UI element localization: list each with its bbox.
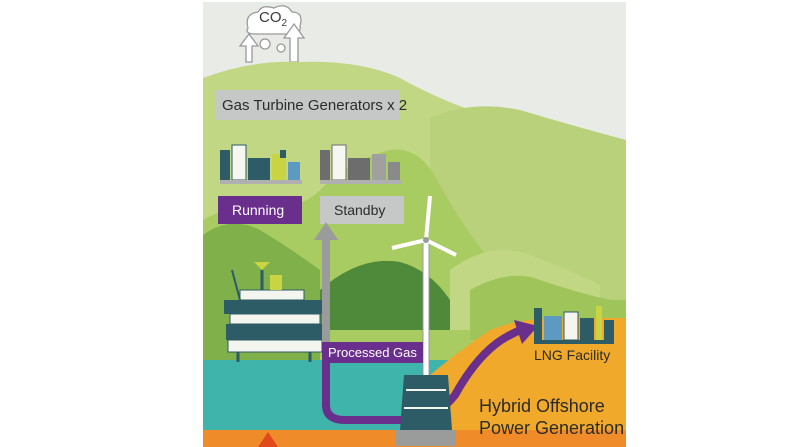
- standby-label: Standby: [334, 202, 386, 218]
- running-label: Running: [232, 202, 285, 218]
- co2-subscript: 2: [281, 18, 288, 29]
- ground-marker: [258, 432, 278, 447]
- emission-arrow-icon: [238, 22, 306, 63]
- co2-label: CO2: [259, 9, 287, 29]
- lng-facility-icon: [534, 306, 614, 344]
- power-plant-icon: [320, 144, 402, 184]
- lng-land: [410, 318, 626, 447]
- co2-cloud-icon: [246, 5, 302, 53]
- processed-gas-label: Processed Gas: [322, 342, 423, 363]
- gas-pipe-arrow: [314, 222, 338, 368]
- power-plant-icon: [220, 144, 302, 184]
- wind-turbine-icon: [391, 195, 457, 446]
- standby-box: [320, 196, 404, 224]
- offshore-platform-icon: [224, 262, 324, 362]
- co2-main: CO: [259, 9, 282, 26]
- lng-facility-label: LNG Facility: [534, 347, 611, 363]
- running-box: [218, 196, 302, 224]
- headline-line1: Hybrid Offshore: [479, 396, 605, 416]
- headline-line2: Power Generation: [479, 418, 625, 438]
- processed-gas-arrowhead: [514, 320, 538, 344]
- turbine-title-banner: [216, 90, 400, 120]
- turbine-title: Gas Turbine Generators x 2: [222, 97, 408, 114]
